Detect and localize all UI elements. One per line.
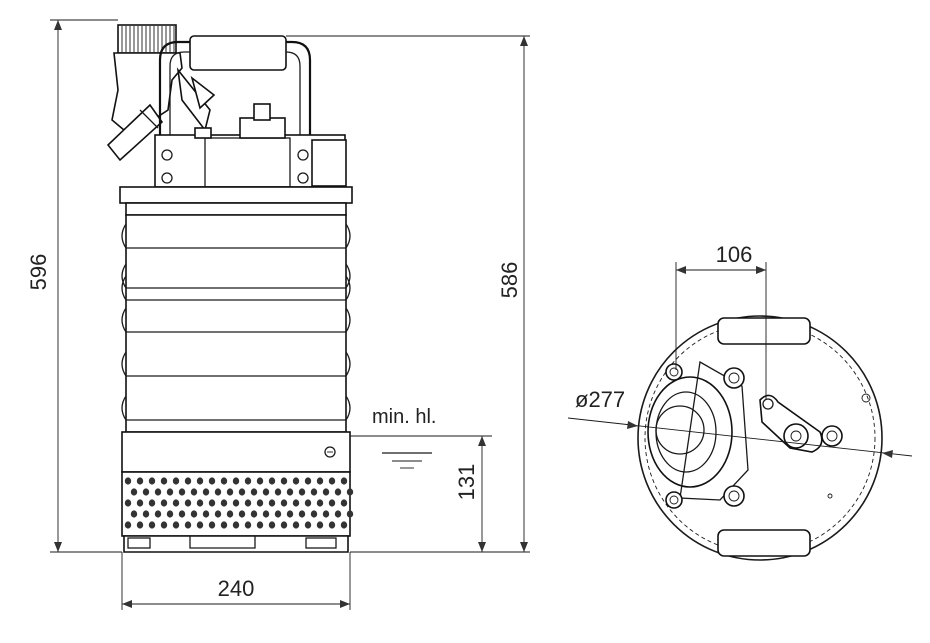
lower-collar <box>121 431 351 473</box>
pump-side-view <box>106 24 354 553</box>
dim-width: 240 <box>218 576 255 601</box>
carry-handle <box>158 35 312 135</box>
dim-min-level-value: 131 <box>454 464 479 501</box>
pump-top-view <box>637 315 883 561</box>
level-sensor <box>324 446 336 458</box>
dim-overall-height: 596 <box>26 254 51 291</box>
pump-feet <box>123 535 349 553</box>
dim-diameter: ø277 <box>575 387 625 412</box>
motor-head <box>154 103 347 188</box>
outlet-pipe <box>106 24 183 162</box>
dim-bolt-spacing: 106 <box>716 242 753 267</box>
motor-body <box>121 214 351 433</box>
dim-body-height: 586 <box>497 262 522 299</box>
dim-min-level-label: min. hl. <box>372 406 436 428</box>
top-flange <box>119 186 353 204</box>
dimension-lines-top <box>567 262 913 458</box>
flange-lower <box>125 202 347 216</box>
strainer <box>121 471 354 537</box>
dimension-lines-side <box>50 19 530 610</box>
